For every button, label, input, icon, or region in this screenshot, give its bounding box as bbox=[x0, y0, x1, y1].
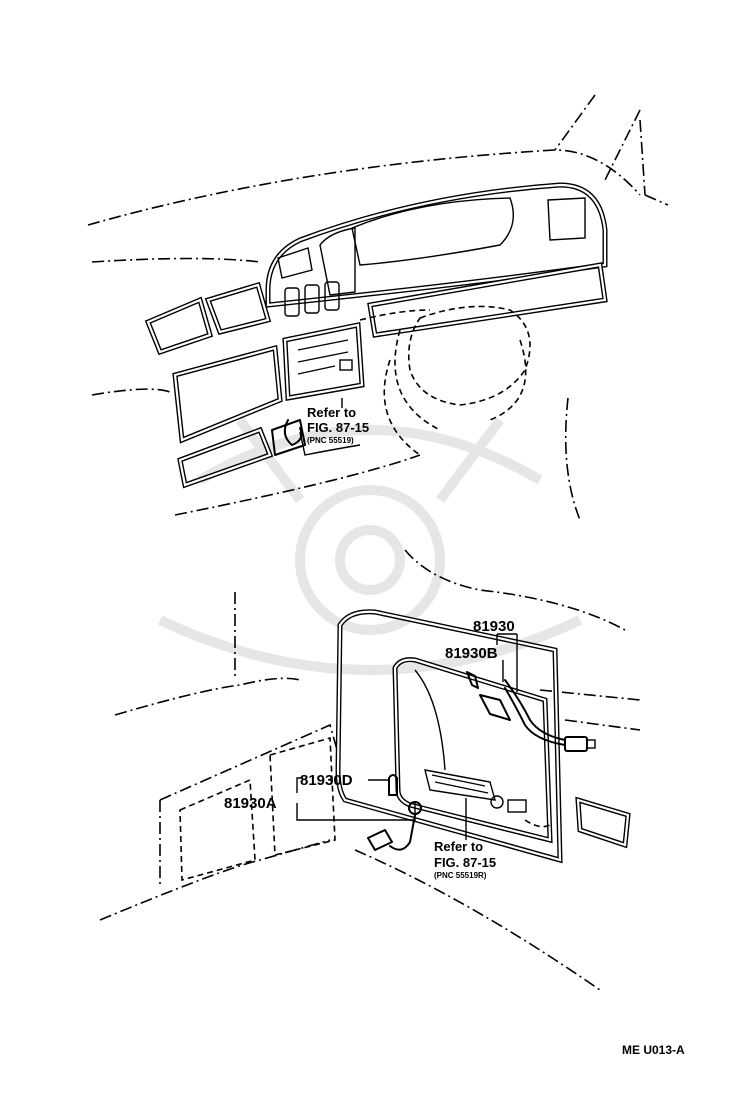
ref-lower-line1: Refer to bbox=[434, 839, 483, 854]
leader-lines bbox=[296, 633, 518, 840]
ref-upper-line2: FIG. 87-15 bbox=[307, 420, 369, 435]
label-81930: 81930 bbox=[473, 618, 515, 635]
bulb-81930d bbox=[388, 774, 398, 796]
label-81930d: 81930D bbox=[300, 772, 353, 789]
ref-upper-pnc: (PNC 55519) bbox=[307, 436, 354, 445]
label-81930a: 81930A bbox=[224, 795, 277, 812]
ref-upper-line1: Refer to bbox=[307, 405, 356, 420]
lamp-assembly-81930 bbox=[466, 671, 596, 752]
label-81930b: 81930B bbox=[445, 645, 498, 662]
watermark-emblem bbox=[157, 417, 583, 675]
glove-box-illustration bbox=[99, 592, 641, 991]
ref-lower-pnc: (PNC 55519R) bbox=[434, 871, 487, 880]
diagram-code: ME U013-A bbox=[622, 1043, 685, 1057]
ref-lower-line2: FIG. 87-15 bbox=[434, 855, 496, 870]
dashboard-illustration bbox=[87, 94, 669, 631]
